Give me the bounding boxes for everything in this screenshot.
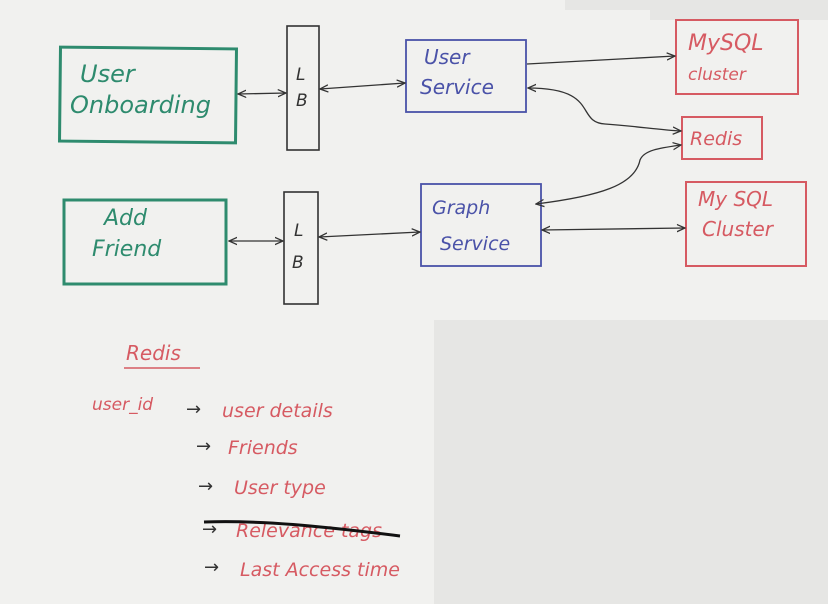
arrow-user-service-to-redis — [528, 88, 681, 131]
user-service-box: User Service — [405, 39, 527, 113]
notes-arrow-4: → — [202, 519, 217, 540]
add-friend-label-line1: Add — [102, 206, 148, 231]
notes-item-4-strikethrough — [203, 520, 401, 538]
mysql-bottom-label-line1: My SQL — [698, 187, 773, 211]
notes-arrow-1: → — [186, 399, 201, 420]
arrow-graph-service-to-mysql — [542, 228, 685, 230]
user-service-label-line1: User — [424, 45, 471, 69]
notes-heading: Redis — [126, 341, 181, 365]
arrow-user-service-to-mysql — [526, 56, 675, 65]
arrow-lb-to-user-service — [320, 83, 405, 89]
notes-item-3: User type — [234, 477, 326, 499]
mysql-top-label-line1: MySQL — [688, 31, 764, 56]
redis-notes: Redis user_id → user details → Friends →… — [92, 341, 401, 581]
notes-item-2: Friends — [228, 437, 298, 459]
mysql-bottom-label-line2: Cluster — [702, 217, 775, 241]
notes-arrow-3: → — [198, 476, 213, 497]
graph-service-label-line1: Graph — [432, 197, 490, 219]
lb-top-letter-b: B — [296, 91, 308, 111]
add-friend-box: Add Friend — [62, 198, 228, 286]
notes-key: user_id — [92, 395, 153, 415]
load-balancer-bottom: L B — [283, 191, 319, 305]
graph-service-box: Graph Service — [420, 183, 542, 267]
user-onboarding-label-line1: User — [80, 60, 137, 88]
notes-item-4: Relevance tags — [236, 520, 382, 542]
notes-item-5: Last Access time — [240, 559, 400, 581]
lb-bottom-letter-b: B — [292, 253, 304, 273]
user-onboarding-label-line2: Onboarding — [70, 91, 211, 119]
user-service-label-line2: Service — [420, 75, 494, 99]
graph-service-label-line2: Service — [440, 233, 510, 255]
add-friend-label-line2: Friend — [92, 237, 162, 262]
mysql-cluster-bottom-box: My SQL Cluster — [685, 181, 807, 267]
arrow-onboarding-to-lb — [238, 93, 286, 94]
arrow-graph-service-to-redis — [536, 145, 681, 204]
arrow-lb-to-graph-service — [319, 232, 420, 237]
notes-arrow-5: → — [204, 557, 219, 578]
redis-box-label: Redis — [690, 128, 742, 150]
lb-bottom-letter-l: L — [294, 221, 303, 241]
redis-box: Redis — [681, 116, 763, 160]
mysql-top-label-line2: cluster — [688, 65, 747, 85]
user-onboarding-box: User Onboarding — [57, 45, 239, 145]
notes-item-1: user details — [222, 400, 333, 422]
notes-arrow-2: → — [196, 436, 211, 457]
lb-top-letter-l: L — [296, 65, 305, 85]
